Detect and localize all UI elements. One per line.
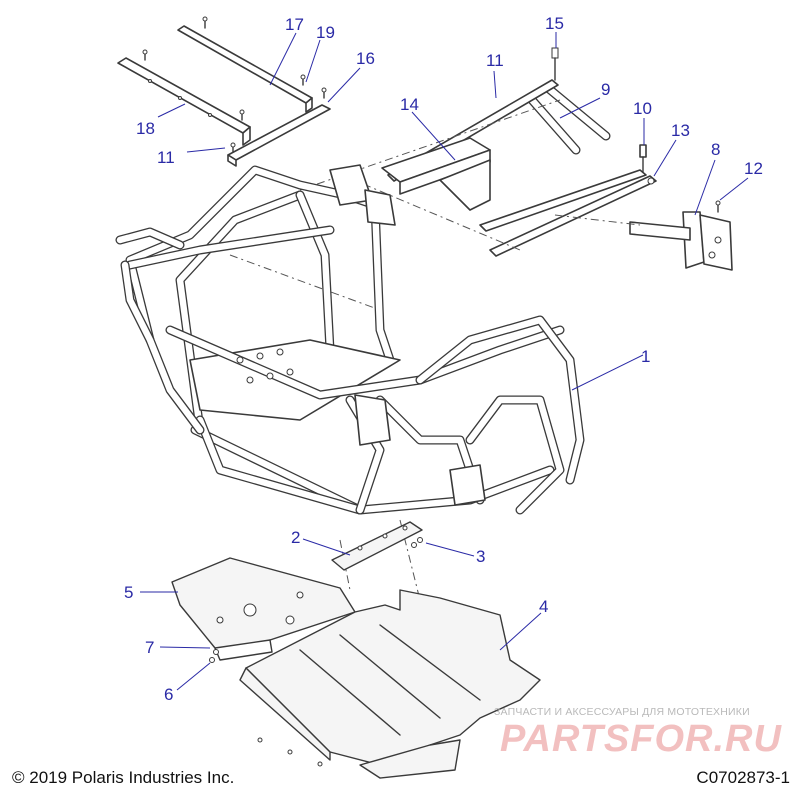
fastener-3 [411,537,423,548]
callout-15: 15 [545,14,564,33]
callout-11-right: 11 [486,51,504,70]
callout-13: 13 [671,121,690,140]
watermark-tagline: ЗАПЧАСТИ И АКСЕССУАРЫ ДЛЯ МОТОТЕХНИКИ [494,706,750,718]
callout-9: 9 [601,80,610,99]
bar-9 [527,83,611,155]
callout-2: 2 [291,528,300,547]
rail-17 [177,25,313,113]
callout-14: 14 [400,95,419,114]
skid-plate-4 [239,589,541,779]
main-frame-1 [115,164,585,515]
callout-12: 12 [744,159,763,178]
callout-18: 18 [136,119,155,138]
rail-16 [227,104,331,167]
bolts-top-left [142,16,327,153]
bolt-12 [715,200,721,213]
callout-17: 17 [285,15,304,34]
bracket-14 [381,137,491,211]
leader-lines [140,32,749,691]
callout-labels: 17 19 16 18 11 11 15 9 10 13 8 12 14 1 2… [124,14,763,704]
callout-10: 10 [633,99,652,118]
drawing-code: C0702873-1 [696,768,790,787]
callout-6: 6 [164,685,173,704]
callout-19: 19 [316,23,335,42]
nut-13 [647,177,655,185]
callout-4: 4 [539,597,548,616]
watermark-brand: PARTSFOR.RU [500,718,782,760]
bracket-2 [331,521,423,571]
callout-8: 8 [711,140,720,159]
callout-16: 16 [356,49,375,68]
callout-3: 3 [476,547,485,566]
skid-plate-5 [171,557,356,661]
callout-7: 7 [145,638,154,657]
callout-11-left: 11 [157,148,175,167]
callout-1: 1 [641,347,650,366]
copyright-notice: © 2019 Polaris Industries Inc. [12,768,235,787]
bracket-10 [639,144,647,173]
rail-18 [117,57,251,146]
bracket-8 [629,211,733,271]
callout-5: 5 [124,583,133,602]
fasteners-6-7 [209,649,323,767]
bolt-15 [551,47,559,81]
